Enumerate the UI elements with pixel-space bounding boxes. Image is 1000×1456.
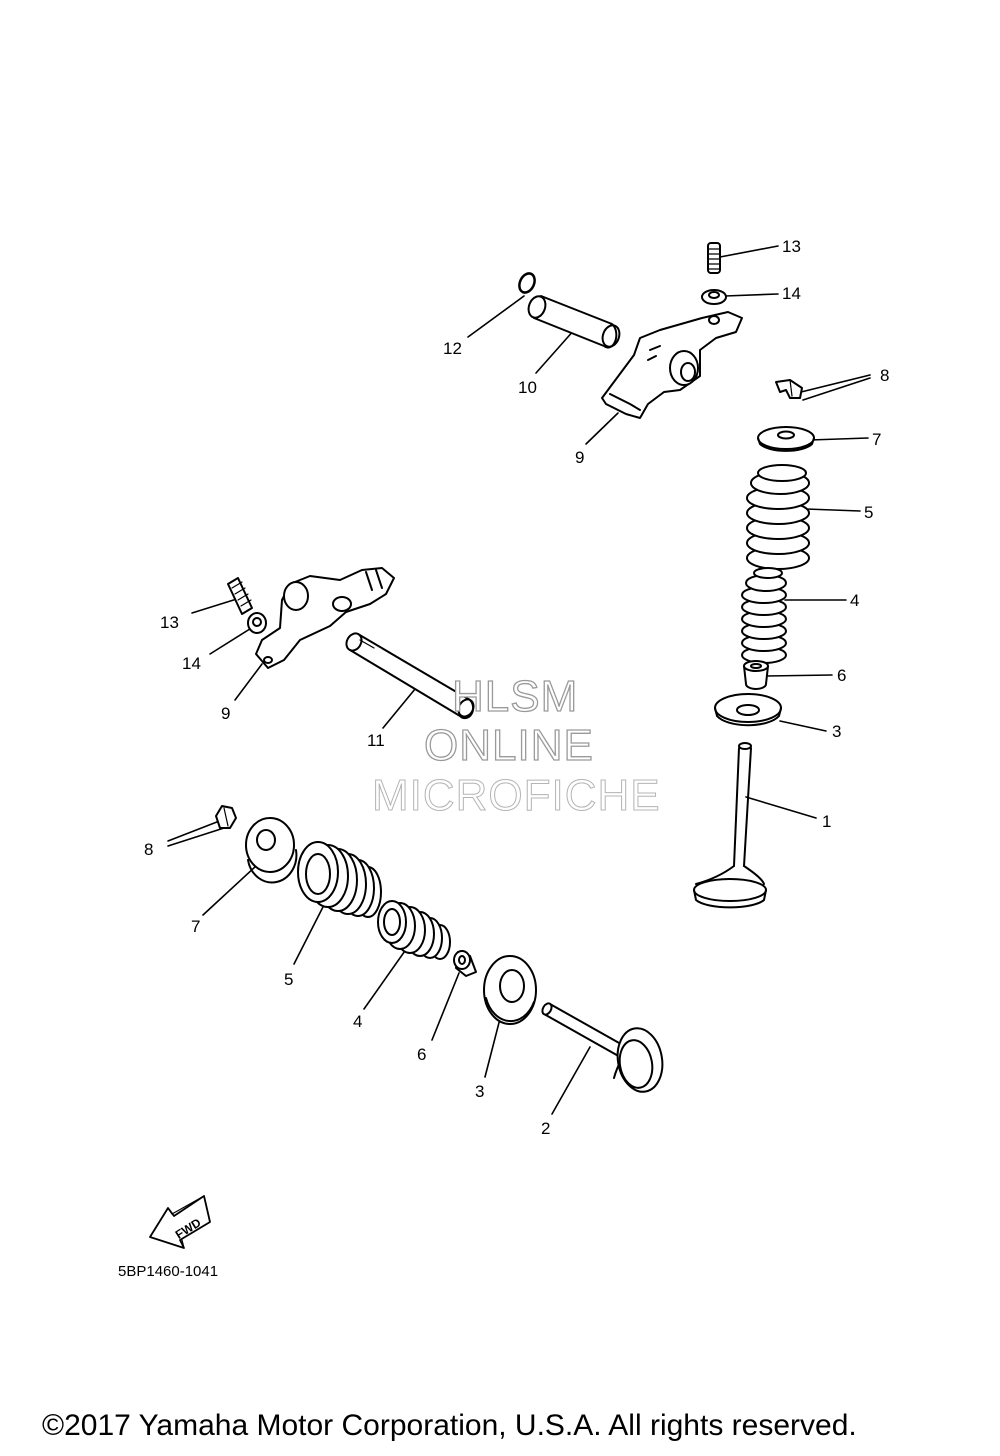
label-9-left: 9	[221, 704, 230, 723]
label-6-lower: 6	[417, 1045, 426, 1064]
stem-seal-6-upper	[743, 660, 769, 690]
label-7-lower: 7	[191, 917, 200, 936]
lock-nut-14-left	[247, 612, 267, 634]
intake-valve-2	[541, 1002, 664, 1093]
label-14-upper: 14	[782, 284, 801, 303]
o-ring-12	[518, 272, 536, 294]
watermark-line-2: ONLINE	[423, 720, 594, 770]
valve-cotter-8-upper	[775, 379, 803, 399]
inner-spring-4-lower	[377, 900, 451, 960]
label-2: 2	[541, 1119, 550, 1138]
pivot-stud-13-upper	[707, 242, 721, 274]
callout-labels: 13 14 8 7 5 4 6 3 1 12 10 9 13 14 9 11 8…	[144, 237, 889, 1138]
label-7-upper: 7	[872, 430, 881, 449]
copyright-notice: ©2017 Yamaha Motor Corporation, U.S.A. A…	[42, 1409, 857, 1442]
outer-spring-5-upper	[746, 464, 810, 570]
label-6-upper: 6	[837, 666, 846, 685]
label-13-left: 13	[160, 613, 179, 632]
label-14-left: 14	[182, 654, 201, 673]
label-3-upper: 3	[832, 722, 841, 741]
rocker-arm-9-left	[255, 567, 395, 669]
parts-diagram: FWD 13 14 8 7 5 4 6 3 1 12 10 9 13 14 9 …	[144, 237, 889, 1249]
watermark-line-1: HLSM	[451, 671, 579, 721]
label-9-upper: 9	[575, 448, 584, 467]
fwd-direction-arrow: FWD	[149, 1195, 211, 1249]
label-1: 1	[822, 812, 831, 831]
rocker-arm-9-upper	[601, 311, 743, 419]
label-8-upper: 8	[880, 366, 889, 385]
spring-seat-3-lower	[483, 955, 537, 1025]
watermark-line-3: MICROFICHE	[372, 771, 661, 821]
pivot-stud-13-left	[227, 577, 253, 615]
label-11: 11	[367, 731, 385, 750]
rocker-shaft-11	[345, 632, 475, 720]
inner-spring-4-upper	[741, 567, 787, 664]
diagram-code: 5BP1460-1041	[118, 1263, 219, 1280]
leader-lines	[167, 245, 871, 1115]
label-3-lower: 3	[475, 1082, 484, 1101]
label-8-lower: 8	[144, 840, 153, 859]
spring-seat-3-upper	[714, 693, 782, 727]
lock-nut-14-upper	[701, 289, 727, 305]
label-5-lower: 5	[284, 970, 293, 989]
valve-cotter-8-lower	[215, 805, 237, 829]
label-13-upper: 13	[782, 237, 801, 256]
rocker-shaft-10	[527, 295, 621, 349]
label-12: 12	[443, 339, 462, 358]
label-4-upper: 4	[850, 591, 859, 610]
label-10: 10	[518, 378, 537, 397]
spring-retainer-7-lower	[245, 817, 298, 884]
spring-retainer-7-upper	[757, 426, 815, 452]
label-5-upper: 5	[864, 503, 873, 522]
outer-spring-5-lower	[297, 841, 382, 918]
stem-seal-6-lower	[453, 950, 477, 977]
exhaust-valve-1	[693, 742, 767, 909]
label-4-lower: 4	[353, 1012, 362, 1031]
